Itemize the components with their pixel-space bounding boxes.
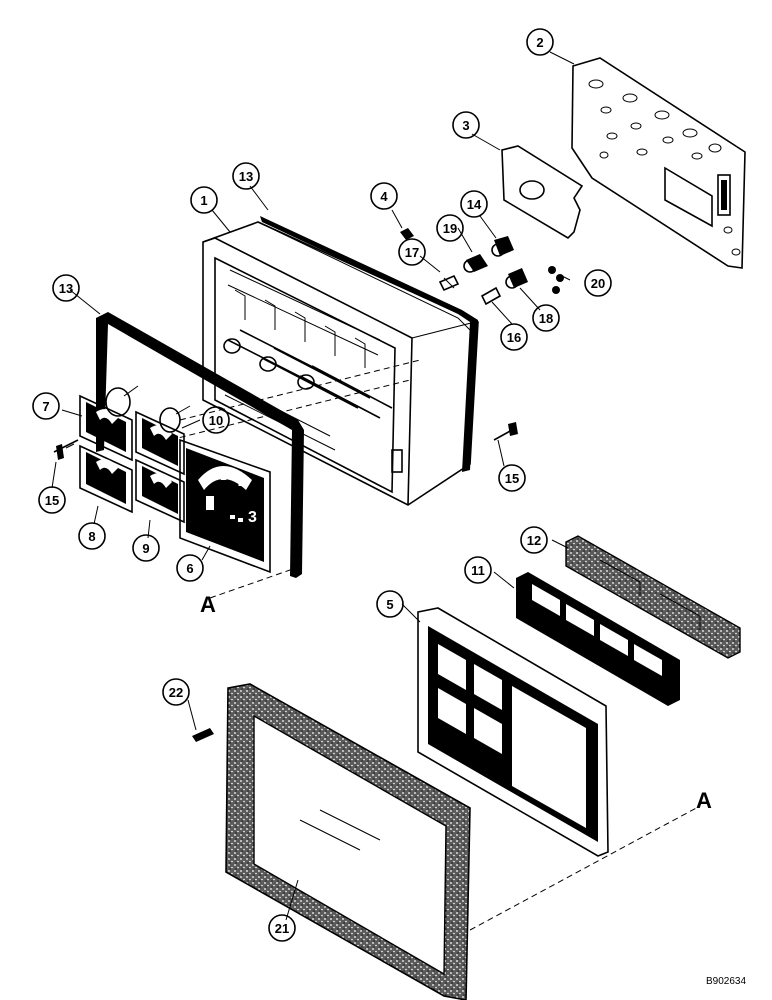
svg-text:18: 18: [539, 311, 553, 326]
callout-21: 21: [268, 914, 296, 942]
part-13-rear-seal: [260, 216, 478, 472]
svg-text:5: 5: [386, 597, 393, 612]
svg-text:15: 15: [505, 471, 519, 486]
part-21-glass-frame: [225, 683, 471, 1000]
callout-12: 12: [520, 526, 548, 554]
svg-text:1: 1: [200, 193, 207, 208]
svg-text:22: 22: [169, 685, 183, 700]
part-6-tachometer-gauge: 1 2 3: [179, 438, 271, 574]
callout-11: 11: [464, 556, 492, 584]
callout-6: 6: [176, 554, 204, 582]
callout-4: 4: [370, 182, 398, 210]
svg-text:21: 21: [275, 921, 289, 936]
part-9-gauge: [135, 458, 185, 524]
part-2-mounting-plate: [571, 57, 746, 269]
svg-text:10: 10: [209, 413, 223, 428]
part-7-gauge: [79, 385, 139, 462]
part-12-foam-pad: [565, 535, 741, 659]
svg-text:20: 20: [591, 276, 605, 291]
callout-8: 8: [78, 522, 106, 550]
callout-22: 22: [162, 678, 190, 706]
gauge-number-2: 2: [238, 474, 245, 489]
callout-13-top: 13: [232, 162, 260, 190]
callout-19: 19: [436, 214, 464, 242]
assembly-lines: [169, 359, 701, 931]
svg-text:3: 3: [462, 118, 469, 133]
callout-13-left: 13: [52, 274, 80, 302]
svg-text:7: 7: [42, 399, 49, 414]
callout-16: 16: [500, 323, 528, 351]
svg-text:19: 19: [443, 221, 457, 236]
callout-1: 1: [190, 186, 218, 214]
part-14-socket: [491, 236, 514, 257]
svg-text:12: 12: [527, 533, 541, 548]
callouts: 1 13 2 3 4 14 19 17 20 18 16 13 7 10 15 …: [32, 28, 612, 942]
part-15-screw-right: [493, 422, 518, 441]
svg-text:6: 6: [186, 561, 193, 576]
svg-text:17: 17: [405, 245, 419, 260]
svg-text:16: 16: [507, 330, 521, 345]
callout-14: 14: [460, 190, 488, 218]
part-16-bulb: [480, 286, 502, 306]
callout-17: 17: [398, 238, 426, 266]
gauge-number-3: 3: [248, 509, 257, 526]
part-5-bezel-frame: [417, 607, 609, 857]
callout-5: 5: [376, 590, 404, 618]
gauge-number-1: 1: [220, 469, 227, 483]
callout-9: 9: [132, 534, 160, 562]
part-18-socket: [505, 268, 528, 289]
section-label-a-left: A: [200, 592, 216, 617]
part-3-gasket: [501, 145, 584, 240]
svg-text:13: 13: [59, 281, 73, 296]
svg-text:4: 4: [380, 189, 388, 204]
svg-text:9: 9: [142, 541, 149, 556]
part-4-clip: [391, 209, 414, 240]
part-19-socket: [463, 254, 488, 273]
svg-text:8: 8: [88, 529, 95, 544]
callout-18: 18: [532, 304, 560, 332]
svg-text:14: 14: [467, 197, 482, 212]
part-22-screw: [192, 728, 214, 742]
part-10-gauge: [135, 405, 191, 476]
callout-15-right: 15: [498, 464, 526, 492]
part-17-bulb: [438, 274, 460, 292]
svg-text:11: 11: [471, 563, 485, 578]
callout-7: 7: [32, 392, 60, 420]
part-15-screw-left: [53, 439, 79, 460]
part-11-indicator-strip: [516, 572, 680, 706]
housing-internal-posts: [219, 269, 393, 451]
svg-text:13: 13: [239, 169, 253, 184]
callout-15-left: 15: [38, 486, 66, 514]
callout-2: 2: [526, 28, 554, 56]
callout-20: 20: [584, 269, 612, 297]
part-13-front-seal: [96, 312, 304, 578]
svg-text:2: 2: [536, 35, 543, 50]
callout-3: 3: [452, 111, 480, 139]
drawing-code: B902634: [706, 976, 746, 987]
callout-10: 10: [202, 406, 230, 434]
part-8-gauge: [79, 444, 133, 514]
svg-text:15: 15: [45, 493, 59, 508]
part-20-nuts: [548, 266, 564, 294]
section-label-a-right: A: [696, 788, 712, 813]
